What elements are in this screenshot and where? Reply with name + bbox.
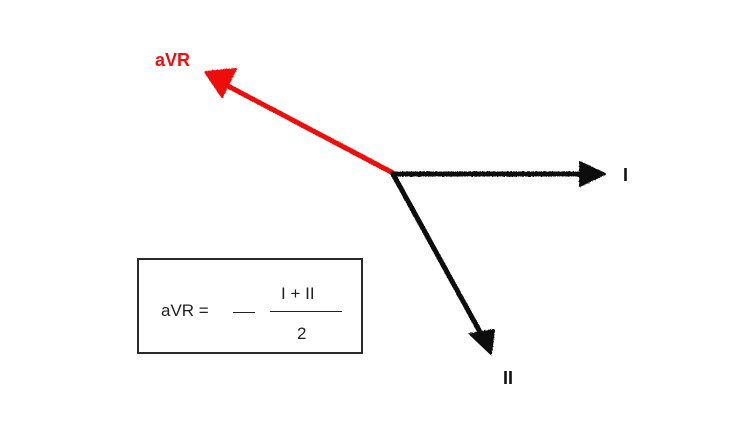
lead-i-label: I <box>623 165 629 185</box>
lead-ii-vector-arrowhead <box>469 329 495 355</box>
formula-numerator: I + II <box>281 284 315 303</box>
lead-ii-label: II <box>503 368 514 388</box>
formula-lhs: aVR = <box>161 301 209 320</box>
fraction-bar <box>270 311 342 312</box>
lead-ii-vector <box>390 171 495 355</box>
formula-denominator: 2 <box>297 324 307 343</box>
formula-box: aVR = I + II 2 <box>137 258 363 354</box>
avr-vector <box>204 68 396 176</box>
avr-vector-arrowhead <box>204 68 237 98</box>
avr-vector-shaft <box>225 83 396 176</box>
lead-i-vector-arrowhead <box>579 161 606 187</box>
formula-dash <box>233 312 255 313</box>
avr-label: aVR <box>155 50 191 70</box>
lead-i-vector <box>390 161 606 187</box>
lead-ii-vector-shaft <box>390 171 483 335</box>
